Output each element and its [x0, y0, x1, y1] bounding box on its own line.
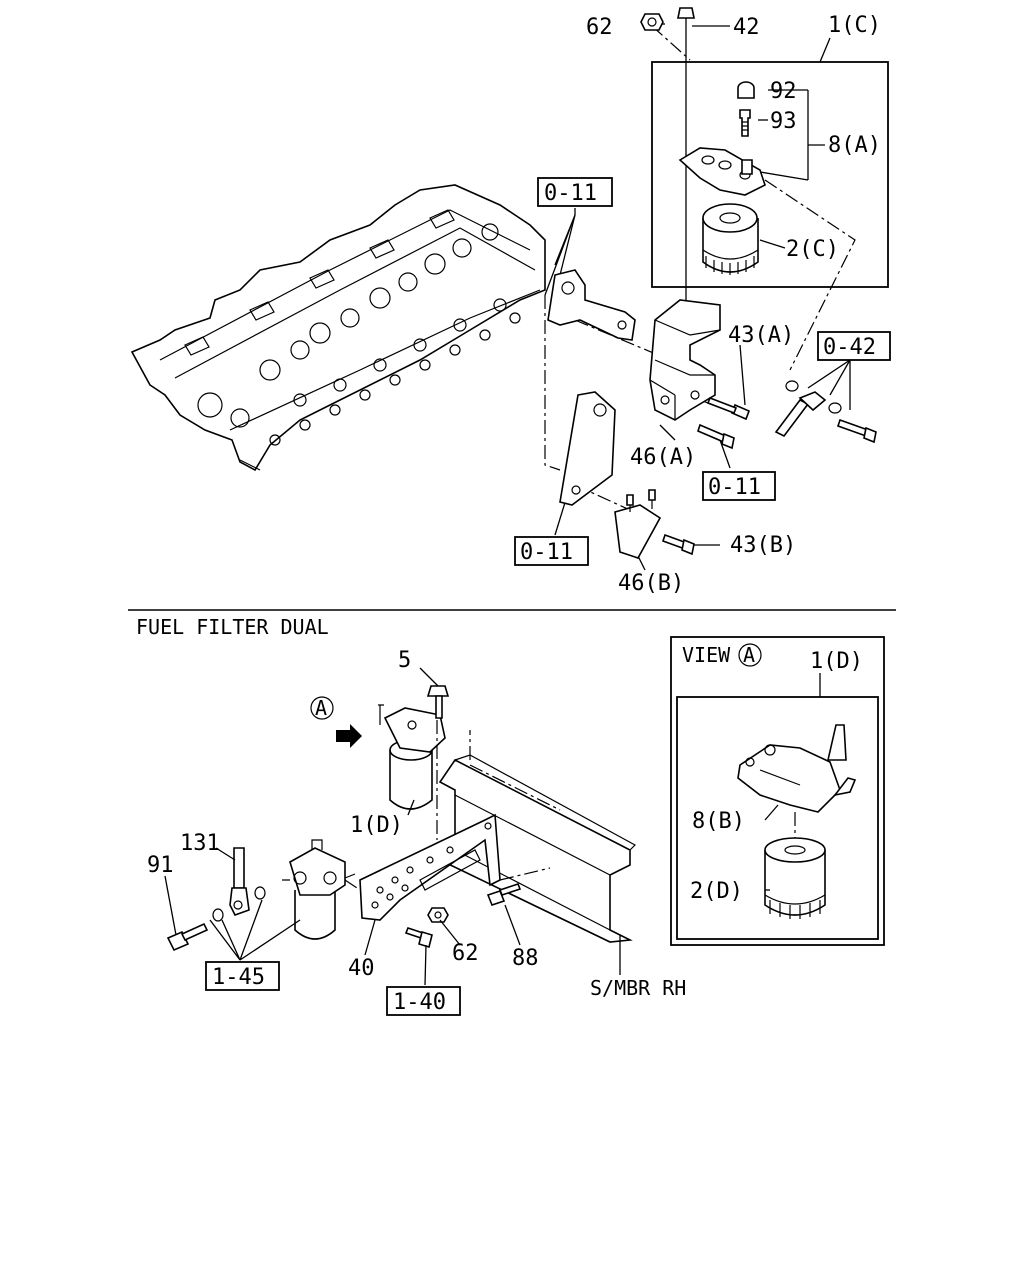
mount-46a: [649, 299, 721, 421]
bolt-43b: [661, 533, 695, 556]
view-filter-head-8b: [737, 724, 857, 813]
fitting-131: [229, 847, 250, 916]
callout-1d-main: 1(D): [350, 813, 403, 838]
view-a-inner-frame: [676, 696, 879, 940]
view-a-title: VIEW: [682, 643, 731, 667]
ref-box-042: [817, 331, 891, 361]
bolt-88: [486, 883, 522, 906]
callout-131: 131: [180, 831, 220, 856]
callout-46a: 46(A): [630, 445, 696, 470]
mount-46b: [614, 489, 662, 559]
callout-40: 40: [348, 956, 375, 981]
filter-element-2c: [702, 203, 759, 275]
bracket-40: [359, 813, 501, 921]
washer-right: [254, 886, 266, 900]
washer-left: [212, 908, 224, 922]
bracket-lower-plate: [559, 391, 616, 506]
ref-box-011-bot: [514, 536, 589, 566]
callout-92: 92: [770, 79, 797, 104]
ref-box-145: [205, 961, 280, 991]
nut-62-bottom: [427, 907, 449, 923]
ref-145[interactable]: 1-45: [212, 965, 265, 990]
callout-88: 88: [512, 946, 539, 971]
view-a-title-marker: [738, 643, 762, 667]
ref-box-011-mid: [702, 471, 776, 501]
callout-8a: 8(A): [828, 133, 881, 158]
callout-8b: 8(B): [692, 809, 745, 834]
fitting-93: [739, 109, 751, 137]
ref-140[interactable]: 1-40: [393, 990, 446, 1015]
fuel-filter-second: [282, 839, 356, 940]
view-a-arrow: [336, 724, 362, 748]
bolt-1-40: [404, 927, 433, 949]
callout-46b: 46(B): [618, 571, 684, 596]
cylinder-head: [130, 184, 546, 472]
bolt-5: [426, 685, 450, 719]
bolt-91: [166, 922, 209, 952]
callout-2c: 2(C): [786, 237, 839, 262]
callout-2d: 2(D): [690, 879, 743, 904]
nut-62-top: [640, 13, 664, 31]
bolt-43a: [706, 396, 751, 421]
bolt-0-11-mid: [697, 423, 735, 450]
callout-93: 93: [770, 109, 797, 134]
filter-head-8a: [678, 147, 766, 196]
view-a-marker: [310, 696, 334, 720]
view-a-title-marker-text: A: [743, 643, 755, 667]
callout-5: 5: [398, 648, 411, 673]
ref-011-mid[interactable]: 0-11: [708, 475, 761, 500]
ref-011-top[interactable]: 0-11: [544, 181, 597, 206]
view-a-outer-frame: [670, 636, 885, 946]
callout-43b: 43(B): [730, 533, 796, 558]
lower-leaders: [164, 667, 621, 986]
assembly-1c-frame: [651, 61, 889, 288]
section-title: FUEL FILTER DUAL: [136, 615, 329, 639]
callout-62-top: 62: [586, 15, 613, 40]
ref-box-011-top: [537, 177, 613, 207]
leader-8b: [764, 804, 779, 821]
callout-1d-view: 1(D): [810, 649, 863, 674]
fuel-filter-1d: [378, 704, 446, 810]
view-filter-element-2d: [764, 812, 826, 919]
banjo-parts-042: [774, 380, 877, 444]
plug-92: [737, 81, 755, 99]
ref-box-140: [386, 986, 461, 1016]
label-smbr-rh: S/MBR RH: [590, 976, 686, 1000]
callout-1c: 1(C): [828, 13, 881, 38]
ref-042[interactable]: 0-42: [823, 335, 876, 360]
view-a-marker-text: A: [315, 696, 327, 720]
bracket-upper: [547, 269, 636, 341]
callout-42: 42: [733, 15, 760, 40]
callout-62-bottom: 62: [452, 941, 479, 966]
callout-43a: 43(A): [728, 323, 794, 348]
ref-011-bot[interactable]: 0-11: [520, 540, 573, 565]
bolt-42: [677, 7, 695, 19]
callout-91: 91: [147, 853, 174, 878]
